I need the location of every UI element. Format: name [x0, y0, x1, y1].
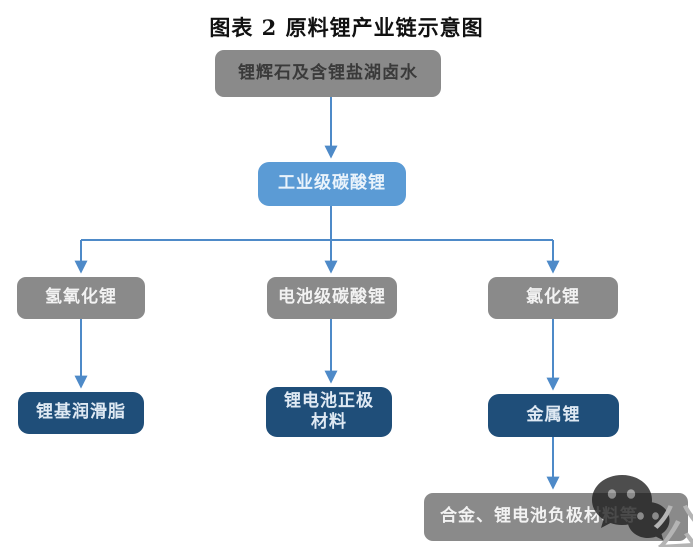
- node-spodumene-brine: 锂辉石及含锂盐湖卤水: [215, 50, 441, 97]
- node-lithium-metal: 金属锂: [488, 394, 619, 437]
- watermark-gong-character: 公: [651, 499, 693, 547]
- node-lithium-chloride: 氯化锂: [488, 277, 618, 319]
- node-lithium-battery-cathode-material: 锂电池正极 材料: [266, 387, 392, 437]
- node-battery-grade-lithium-carbonate: 电池级碳酸锂: [267, 277, 397, 319]
- diagram-title: 图表 2 原料锂产业链示意图: [209, 15, 484, 40]
- node-industrial-grade-lithium-carbonate: 工业级碳酸锂: [258, 162, 406, 206]
- node-lithium-grease: 锂基润滑脂: [18, 392, 144, 434]
- wechat-logo-icon: [592, 475, 670, 541]
- node-lithium-hydroxide: 氢氧化锂: [17, 277, 145, 319]
